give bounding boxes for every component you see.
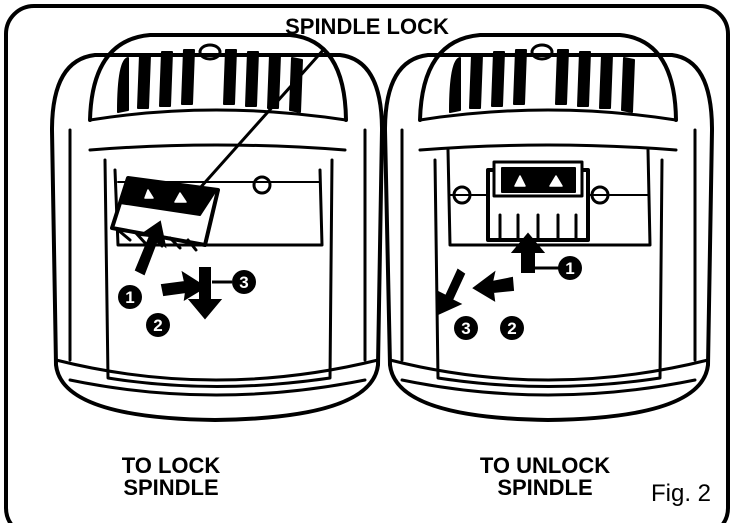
figure-frame <box>4 4 730 523</box>
right-step-arrows <box>437 232 560 316</box>
right-step-badge-1-text: 1 <box>565 259 574 278</box>
left-step-badge-2-text: 2 <box>153 316 162 335</box>
unlock-caption-line-2: SPINDLE <box>497 475 593 500</box>
right-step-badges: 1 2 3 <box>454 256 582 340</box>
left-step-badge-2 <box>146 313 170 337</box>
left-step-badges: 1 2 3 <box>118 270 256 337</box>
spindle-lock-label: SPINDLE LOCK <box>285 14 449 39</box>
left-tool-illustration <box>50 33 384 422</box>
right-step-badge-2 <box>500 316 524 340</box>
lock-caption-line-1: TO LOCK <box>121 453 221 478</box>
left-step-badge-1 <box>118 285 142 309</box>
right-step-badge-1 <box>558 256 582 280</box>
lock-spindle-caption: TO LOCK SPINDLE <box>96 455 246 499</box>
figure-number-label: Fig. 2 <box>651 480 712 507</box>
left-step-badge-1-text: 1 <box>125 288 134 307</box>
right-step-badge-2-text: 2 <box>507 319 516 338</box>
unlock-spindle-caption: TO UNLOCK SPINDLE <box>455 455 635 499</box>
right-step-badge-3 <box>454 316 478 340</box>
left-step-badge-3-text: 3 <box>239 273 248 292</box>
unlock-caption-line-1: TO UNLOCK <box>479 453 611 478</box>
left-step-badge-3 <box>232 270 256 294</box>
right-step-badge-3-text: 3 <box>461 319 470 338</box>
lock-caption-line-2: SPINDLE <box>123 475 219 500</box>
right-tool-illustration <box>383 33 714 422</box>
left-step-arrows <box>134 220 232 320</box>
spindle-lock-leader-line <box>198 47 327 189</box>
